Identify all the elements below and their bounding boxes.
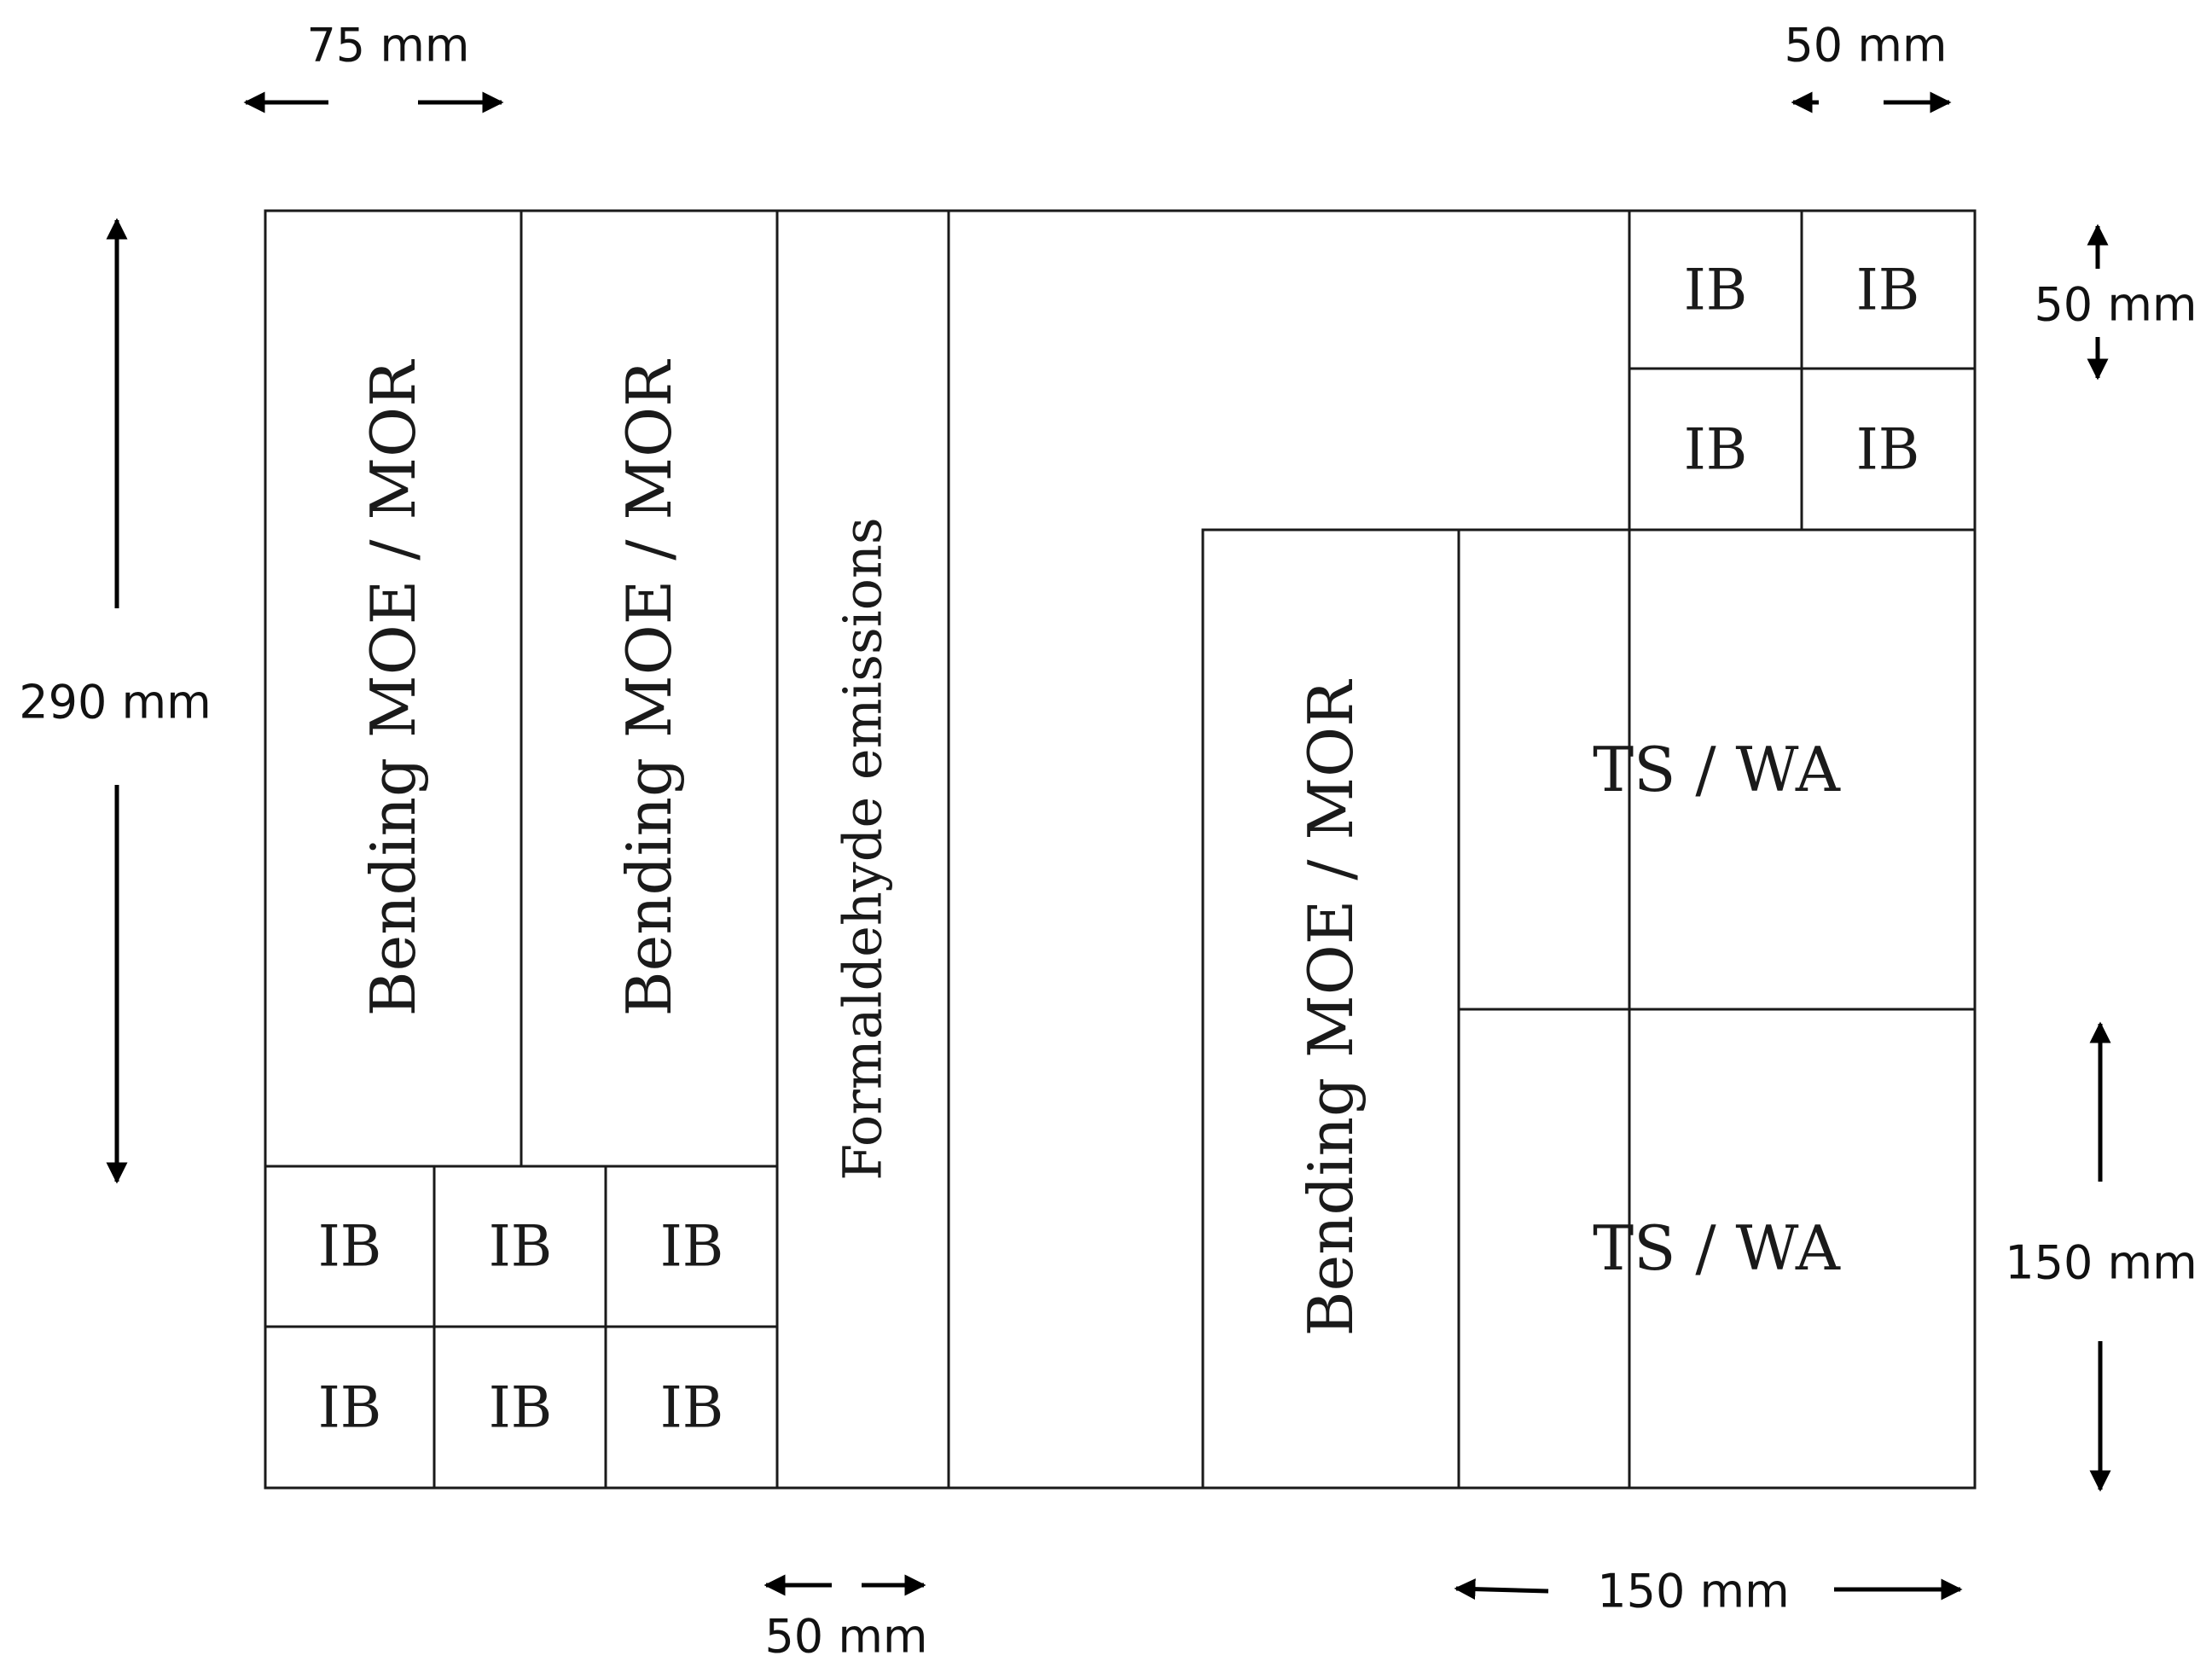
- arrow-left-icon: [1454, 1578, 1549, 1601]
- ib-label: IB: [660, 1375, 724, 1441]
- dimension-50mm-bottom: 50 mm: [763, 1574, 928, 1664]
- ib-label: IB: [1856, 258, 1920, 323]
- dimension-label-290mm: 290 mm: [19, 676, 211, 729]
- ib-label: IB: [489, 1214, 553, 1280]
- ts-wa-label-1: TS / WA: [1593, 734, 1841, 805]
- ib-label: IB: [1684, 258, 1748, 323]
- ib-label: IB: [318, 1214, 382, 1280]
- bending-label-2: Bending MOE / MOR: [613, 359, 685, 1016]
- dimension-150mm-horizontal: 150 mm: [1454, 1565, 1963, 1618]
- ts-wa-specimen-2: [1457, 1008, 1977, 1490]
- ib-label: IB: [1684, 417, 1748, 483]
- formaldehyde-label: Formaldehyde emissions: [832, 517, 894, 1180]
- ts-wa-label-2: TS / WA: [1593, 1212, 1841, 1284]
- dimension-290mm: 290 mm: [19, 218, 212, 1184]
- dimension-50mm-top: 50 mm: [1784, 19, 1952, 113]
- dimension-label-50mm-bottom: 50 mm: [764, 1610, 927, 1664]
- dimension-label-50mm-top: 50 mm: [1784, 19, 1947, 73]
- dimension-75mm: 75 mm: [243, 19, 504, 113]
- ib-label: IB: [1856, 417, 1920, 483]
- dimension-label-50mm-right: 50 mm: [2034, 278, 2197, 332]
- dimension-label-150mm-vertical: 150 mm: [2005, 1236, 2197, 1290]
- bending-label-1: Bending MOE / MOR: [357, 359, 429, 1016]
- dimension-150mm-vertical: 150 mm: [2005, 1021, 2197, 1492]
- ib-label: IB: [489, 1375, 553, 1441]
- empty-area: [947, 209, 1631, 1490]
- bending-label-3: Bending MOE / MOR: [1295, 679, 1367, 1336]
- dimension-50mm-right: 50 mm: [2034, 224, 2197, 381]
- dimension-label-75mm: 75 mm: [306, 19, 469, 73]
- ib-label: IB: [318, 1375, 382, 1441]
- ib-label: IB: [660, 1214, 724, 1280]
- dimension-label-150mm-horizontal: 150 mm: [1597, 1565, 1789, 1618]
